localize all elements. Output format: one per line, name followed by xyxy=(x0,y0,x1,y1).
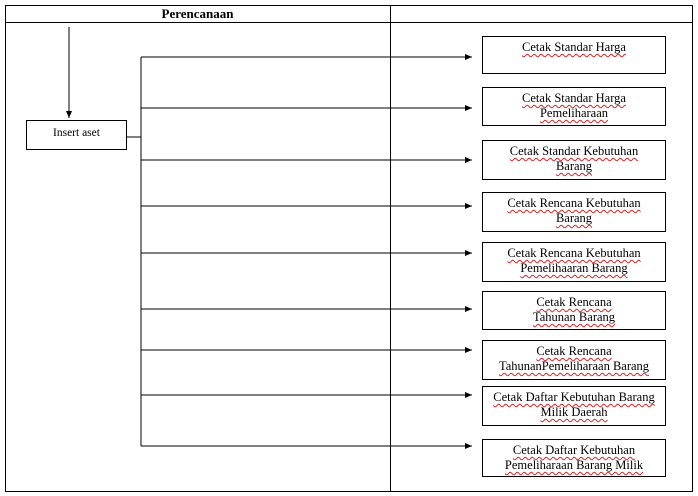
output-label-4: Cetak Rencana Kebutuhan Barang xyxy=(507,196,641,225)
output-box-7: Cetak Rencana TahunanPemeliharaan Barang xyxy=(482,340,666,380)
output-box-1: Cetak Standar Harga xyxy=(482,36,666,74)
output-label-8: Cetak Daftar Kebutuhan Barang Milik Daer… xyxy=(493,390,655,419)
output-box-2: Cetak Standar Harga Pemeliharaan xyxy=(482,87,666,126)
output-label-2: Cetak Standar Harga Pemeliharaan xyxy=(522,91,626,120)
output-label-1: Cetak Standar Harga xyxy=(522,40,626,54)
output-box-9: Cetak Daftar Kebutuhan Pemeliharaan Bara… xyxy=(482,439,666,477)
lane-divider xyxy=(390,5,391,492)
output-label-3: Cetak Standar Kebutuhan Barang xyxy=(509,144,639,173)
output-label-7: Cetak Rencana TahunanPemeliharaan Barang xyxy=(498,344,650,373)
header-divider xyxy=(5,22,693,23)
output-label-5: Cetak Rencana Kebutuhan Pemelihaaran Bar… xyxy=(507,246,641,275)
output-box-6: Cetak Rencana Tahunan Barang xyxy=(482,291,666,330)
insert-aset-label: Insert aset xyxy=(53,127,100,139)
lane-title-left: Perencanaan xyxy=(161,6,234,21)
output-box-8: Cetak Daftar Kebutuhan Barang Milik Daer… xyxy=(482,386,666,426)
output-label-6: Cetak Rencana Tahunan Barang xyxy=(532,295,616,324)
output-label-9: Cetak Daftar Kebutuhan Pemeliharaan Bara… xyxy=(504,443,644,472)
output-box-3: Cetak Standar Kebutuhan Barang xyxy=(482,140,666,180)
output-box-4: Cetak Rencana Kebutuhan Barang xyxy=(482,192,666,232)
swimlane-frame xyxy=(5,5,693,492)
output-box-5: Cetak Rencana Kebutuhan Pemelihaaran Bar… xyxy=(482,242,666,282)
insert-aset-node: Insert aset xyxy=(26,120,127,150)
